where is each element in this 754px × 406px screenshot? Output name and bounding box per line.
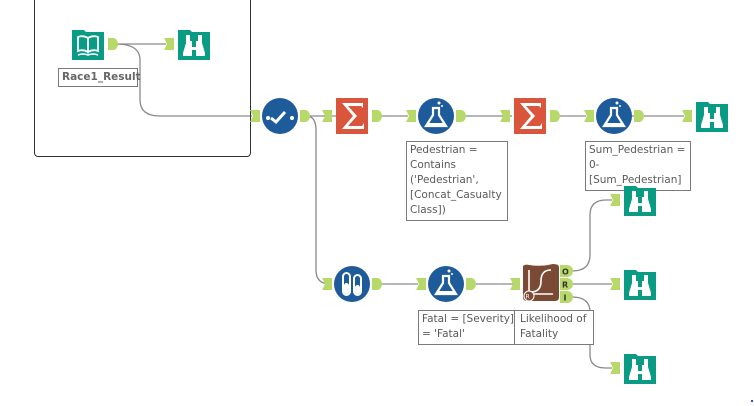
input-anchor[interactable] <box>610 278 620 290</box>
input-anchor[interactable] <box>500 110 510 122</box>
tool-annotation: Pedestrian = Contains ('Pedestrian', [Co… <box>406 141 508 221</box>
tool-annotation: Sum_Pedestrian = 0- [Sum_Pedestrian] <box>585 141 691 191</box>
browse-tool[interactable] <box>622 266 658 302</box>
sigma-icon <box>514 98 546 134</box>
binoculars-icon <box>624 354 656 384</box>
logistic-regression-tool[interactable]: R <box>522 264 560 302</box>
sample-tool[interactable] <box>334 266 370 302</box>
output-anchor[interactable] <box>550 110 560 122</box>
input-anchor[interactable] <box>250 110 260 122</box>
browse-tool[interactable] <box>622 350 658 386</box>
flask-icon <box>596 98 632 134</box>
anchor-label: I <box>564 294 567 303</box>
output-anchor[interactable] <box>108 38 118 50</box>
select-tool[interactable] <box>262 98 298 134</box>
anchor-label: O <box>562 268 569 277</box>
anchor-label: R <box>562 281 568 290</box>
svg-text:R: R <box>526 294 530 301</box>
output-anchor-r[interactable]: R <box>560 278 573 290</box>
input-anchor[interactable] <box>164 38 174 50</box>
tool-annotation: Fatal = [Severity] = 'Fatal' <box>418 310 522 345</box>
s-curve-icon: R <box>523 264 559 302</box>
input-anchor[interactable] <box>322 278 332 290</box>
input-anchor[interactable] <box>416 278 426 290</box>
flask-icon <box>428 266 464 302</box>
output-anchor-i[interactable]: I <box>560 291 573 303</box>
binoculars-icon <box>624 186 656 216</box>
flask-icon <box>418 98 454 134</box>
input-anchor[interactable] <box>610 194 620 206</box>
input-anchor[interactable] <box>322 110 332 122</box>
binoculars-icon <box>178 30 210 60</box>
output-anchor[interactable] <box>372 110 382 122</box>
test-tubes-icon <box>334 266 370 302</box>
wire-input-select <box>115 43 252 117</box>
output-anchor[interactable] <box>634 110 644 122</box>
tool-annotation: Likelihood of Fatality <box>514 310 594 345</box>
input-data-tool[interactable] <box>70 26 106 62</box>
output-anchor[interactable] <box>372 278 382 290</box>
input-anchor[interactable] <box>682 110 692 122</box>
book-icon <box>72 30 104 60</box>
output-anchor-o[interactable]: O <box>560 265 573 277</box>
checkmark-icon <box>262 98 298 134</box>
summarize-tool[interactable] <box>334 98 370 134</box>
wire-logistic-i-browse5 <box>571 296 612 369</box>
output-anchor[interactable] <box>466 278 476 290</box>
browse-tool[interactable] <box>694 98 730 134</box>
tool-container[interactable] <box>34 0 251 157</box>
input-anchor[interactable] <box>406 110 416 122</box>
canvas-marker <box>751 400 753 402</box>
tool-label: Race1_Result <box>58 68 141 87</box>
wire-logistic-o-browse3 <box>571 199 612 272</box>
summarize-tool[interactable] <box>512 98 548 134</box>
binoculars-icon <box>696 102 728 132</box>
binoculars-icon <box>624 270 656 300</box>
wire-select-sample <box>305 115 331 285</box>
formula-tool[interactable] <box>428 266 464 302</box>
input-anchor[interactable] <box>510 278 520 290</box>
output-anchor[interactable] <box>300 110 310 122</box>
input-anchor[interactable] <box>584 110 594 122</box>
input-anchor[interactable] <box>610 362 620 374</box>
browse-tool[interactable] <box>176 26 212 62</box>
formula-tool[interactable] <box>418 98 454 134</box>
output-anchor[interactable] <box>456 110 466 122</box>
formula-tool[interactable] <box>596 98 632 134</box>
browse-tool[interactable] <box>622 182 658 218</box>
sigma-icon <box>336 98 368 134</box>
